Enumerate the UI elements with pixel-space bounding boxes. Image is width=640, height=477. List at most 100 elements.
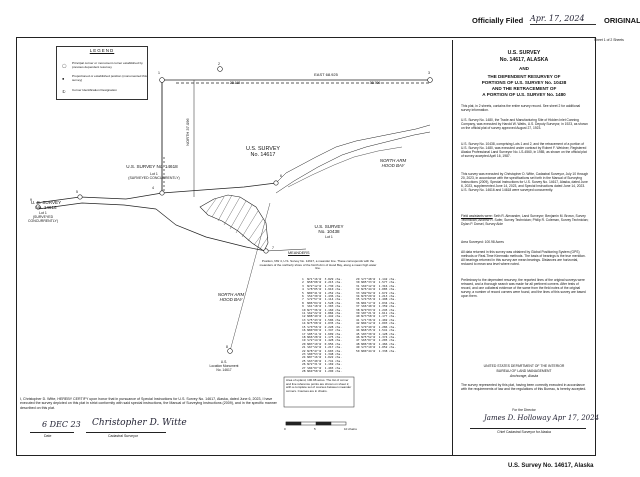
plat-frame <box>16 37 596 456</box>
north-arm-hood-bay-label: NORTH ARM HOOD BAY <box>217 292 245 302</box>
meander-course-row: 9 S61°18'W 1.303 chs. <box>302 304 343 309</box>
corner-label: 7 <box>272 246 274 250</box>
meander-course-row: 50 N80°44'W 1.338 chs. <box>356 348 397 353</box>
meander-course-row: 3 N72°12'W 1.730 chs. <box>302 283 343 288</box>
legend-item: Corner Identification Designation <box>72 88 117 92</box>
field-assistants-heading: Field assistants were: <box>461 214 493 218</box>
area-surveyed: Area Surveyed: 100.98 Acres <box>461 240 504 244</box>
meander-course-row: 6 S54°30'W 1.436 chs. <box>302 294 343 299</box>
meander-course-row: 43 S79°49'W 1.286 chs. <box>356 324 397 329</box>
meander-course-row: 31 S69°12'W 1.316 chs. <box>356 283 397 288</box>
date-line <box>30 432 74 433</box>
meanders-description: Position, NW 4, U.S. Survey No. 14617, a… <box>259 259 377 271</box>
corner-label: 2 <box>218 62 220 66</box>
note-paragraph: U.S. Survey No. 10438, comprising Lots 1… <box>461 142 587 159</box>
meander-course-row: 14 N75°08'W 1.035 chs. <box>302 321 343 326</box>
meander-course-row: 33 S82°02'W 1.672 chs. <box>356 290 397 295</box>
established-corner-icon: ● <box>62 76 65 81</box>
meander-course-row: 27 S84°07'W 1.403 chs. <box>302 365 343 370</box>
meander-course-row: 26 N72°31'W 1.169 chs. <box>302 362 343 367</box>
meander-course-row: 48 N86°38'W 1.466 chs. <box>356 341 397 346</box>
meander-course-row: 25 S63°40'W 1.741 chs. <box>302 358 343 363</box>
certification-date-handwritten: 6 DEC 23 <box>42 420 81 429</box>
meander-course-row: 23 S80°53'W 1.348 chs. <box>302 351 343 356</box>
meander-course-row: 28 N69°58'W 1.290 chs. <box>302 368 343 373</box>
legend-box <box>56 46 148 100</box>
meander-course-row: 16 N80°09'W 1.347 chs. <box>302 328 343 333</box>
area-note-box: Area of upland, 100.98 acres. The list o… <box>286 378 352 393</box>
signature-line <box>470 428 586 429</box>
survey-14617-label: U.S. SURVEY No. 14617 <box>245 146 281 159</box>
legend-item: Proportioned or established position (mo… <box>72 74 147 82</box>
distance-label: 38.706 <box>369 81 381 85</box>
officially-filed-label: Officially Filed <box>472 16 524 25</box>
meander-course-row: 12 N88°49'W 1.442 chs. <box>302 314 343 319</box>
title-line-5: PORTIONS OF U.S. SURVEY No. 10438 <box>481 80 567 85</box>
surveyor-signature: Christopher D. Witte <box>92 418 187 428</box>
meander-course-row: 29 S77°48'W 1.142 chs. <box>356 277 397 281</box>
meander-course-row: 30 N85°33'W 1.577 chs. <box>356 280 397 285</box>
legend-title: LEGEND <box>89 48 115 53</box>
meander-course-row: 4 S78°05'W 1.910 chs. <box>302 287 343 292</box>
meander-course-row: 17 S85°11'W 1.609 chs. <box>302 331 343 336</box>
meander-course-row: 45 S83°30'W 1.128 chs. <box>356 331 397 336</box>
right-info-panel <box>452 40 596 456</box>
corner-label: 8 <box>226 345 228 349</box>
meander-course-row: 8 N86°04'W 1.528 chs. <box>302 300 343 305</box>
corner-label: 6 <box>280 174 282 178</box>
north-arm-hood-bay-label: NORTH ARM HOOD BAY <box>379 158 407 168</box>
doi-acceptance-text: The survey represented by this plat, hav… <box>461 383 587 392</box>
meander-course-row: 10 N77°36'W 1.160 chs. <box>302 307 343 312</box>
field-assistants-list: Seth R. Alexander, Land Surveyor; Benjam… <box>461 214 589 227</box>
note-paragraph: Preliminary to the dependent resurvey, t… <box>461 278 586 299</box>
title-line-7: A PORTION OF U.S. SURVEY No. 1480 <box>482 92 566 97</box>
legend-item: Principal corner or monument corner esta… <box>72 61 143 69</box>
meander-course-row: 18 N66°28'W 1.175 chs. <box>302 334 343 339</box>
meander-course-row: 22 N78°47'W 1.603 chs. <box>302 348 343 353</box>
sheet-number: Sheet 1 of 2 Sheets <box>594 38 624 42</box>
signature-line <box>86 432 166 433</box>
survey-14618-label: U.S. SURVEY No. 14618 <box>126 164 178 169</box>
date-label: Date <box>44 434 52 438</box>
meander-course-row: 21 S67°22'W 1.217 chs. <box>302 345 343 350</box>
location-monument-label: U.S. Location Monument No. 14617 <box>209 360 239 373</box>
meander-course-row: 5 N89°41'W 1.252 chs. <box>302 290 343 295</box>
meander-course-row: 11 S62°22'W 1.884 chs. <box>302 311 343 316</box>
filed-date-underline <box>530 24 596 25</box>
meander-course-row: 49 S73°19'W 1.052 chs. <box>356 345 397 350</box>
meander-course-row: 35 S74°55'W 1.498 chs. <box>356 297 397 302</box>
doi-location: Anchorage, Alaska <box>509 374 539 378</box>
meander-course-row: 13 S75°43'W 1.506 chs. <box>302 317 343 322</box>
note-paragraph: Field assistants were: Seth R. Alexander… <box>461 214 589 226</box>
meander-course-row: 47 S65°07'W 1.205 chs. <box>356 338 397 343</box>
title-line-2: No. 14617, ALASKA <box>499 57 549 63</box>
filed-date-handwritten: Apr. 17, 2024 <box>530 14 585 23</box>
scale-end: 10 chains <box>344 427 357 431</box>
survey-14616-lot: Lot 1 (SURVEYED CONCURRENTLY) <box>27 211 59 224</box>
title-line-3: AND <box>519 66 529 71</box>
corner-label: 9 <box>30 198 32 202</box>
meander-course-row: 20 N83°10'W 0.956 chs. <box>302 341 343 346</box>
note-paragraph: This plat, in 2 sheets, contains the ent… <box>461 104 581 113</box>
plat-map <box>35 66 433 426</box>
east-bearing-label: EAST 68.925 <box>314 72 338 77</box>
title-line-1: U.S. SURVEY <box>507 50 541 56</box>
note-paragraph: U.S. Survey No. 1480, the Trade and Manu… <box>461 118 588 131</box>
note-paragraph: All data returned in this survey was obt… <box>461 250 586 267</box>
corner-label: 5 <box>76 190 78 194</box>
survey-14618-lot: Lot 1 (SURVEYED CONCURRENTLY) <box>128 172 180 181</box>
meanders-column-2: 29 S77°48'W 1.142 chs.30 N85°33'W 1.577 … <box>356 277 397 353</box>
survey-10438-label: U.S. SURVEY No. 10438 <box>314 224 344 235</box>
meander-course-row: 41 S71°36'W 1.402 chs. <box>356 317 397 322</box>
meander-course-row: 7 S72°57'W 1.114 chs. <box>302 297 343 302</box>
meanders-column-1: 1 N71°16'W 3.829 chs.2 N58°08'W 2.215 ch… <box>302 277 343 373</box>
scale-zero: 0 <box>284 427 286 431</box>
corner-label: 4 <box>152 186 154 190</box>
corner-id-icon: ① <box>62 89 66 94</box>
corner-label: 3 <box>428 71 430 75</box>
meander-course-row: 15 S70°56'W 2.228 chs. <box>302 324 343 329</box>
meander-course-row: 38 N79°03'W 1.245 chs. <box>356 307 397 312</box>
meander-course-row: 1 N71°16'W 3.829 chs. <box>302 277 343 281</box>
meander-course-row: 44 N68°25'W 1.541 chs. <box>356 328 397 333</box>
surveyor-certification: I, Christopher D. Witte, HEREBY CERTIFY … <box>20 397 277 410</box>
